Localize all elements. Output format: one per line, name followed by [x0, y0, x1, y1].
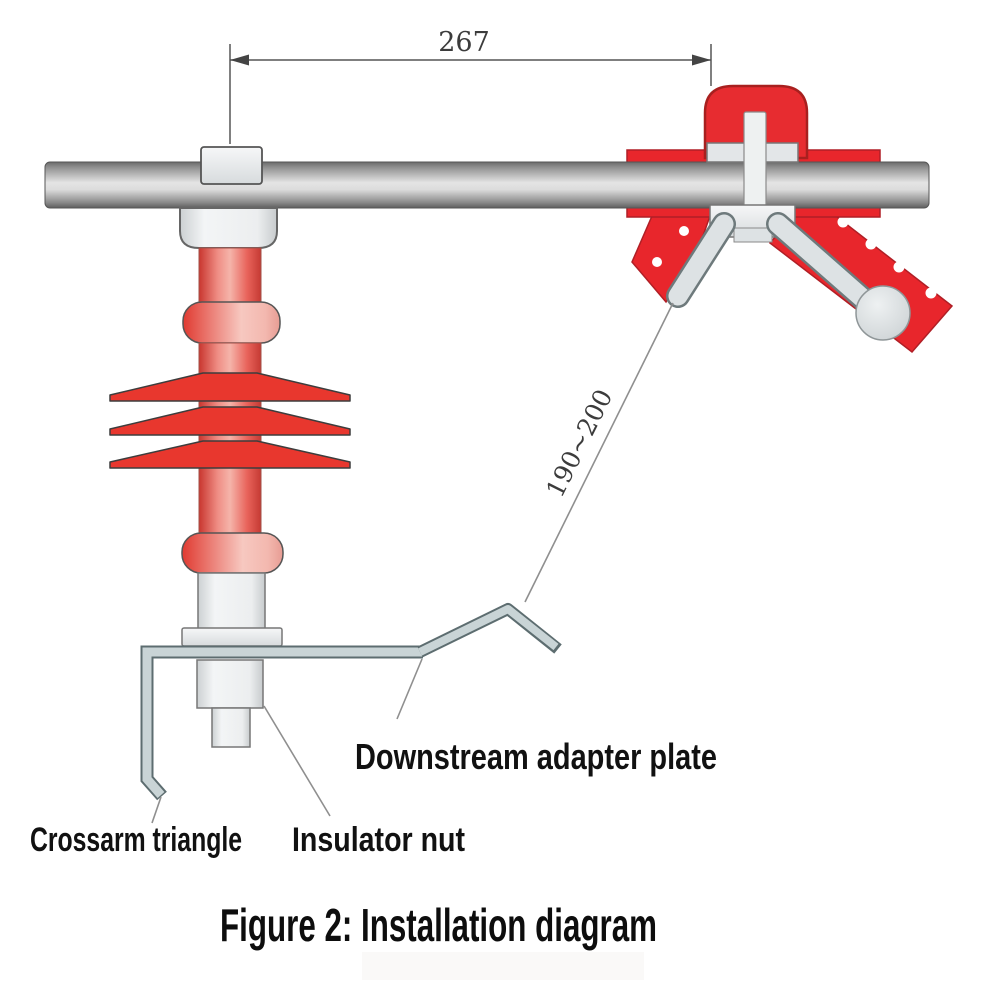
- dimension-267-value: 267: [438, 27, 490, 58]
- insulator-top-cap: [179, 207, 278, 249]
- arrowhead-left-icon: [230, 54, 249, 66]
- insulator-shaft-lower: [198, 342, 262, 536]
- downstream-adapter-plate-part: [417, 603, 562, 658]
- shed-2: [109, 406, 351, 436]
- clamp-arms: [666, 212, 888, 322]
- diagonal-dimension-line: [524, 302, 674, 603]
- left-arm: [668, 214, 734, 306]
- crossarm-pipe: [44, 161, 930, 209]
- insulator-sheds: [109, 372, 351, 469]
- dimension-267: [229, 44, 712, 144]
- downstream-adapter-plate-label: Downstream adapter plate: [355, 736, 717, 777]
- insulator-stud: [211, 707, 251, 748]
- leader-lines: [151, 658, 423, 824]
- top-clamp-block: [200, 146, 263, 185]
- plate-bolt-holes: [652, 216, 937, 299]
- insulator-nut-part: [196, 659, 264, 709]
- insulator-shaft-upper: [198, 247, 262, 305]
- insulator-assembly: [109, 146, 351, 748]
- figure-caption: Figure 2: Installation diagram: [220, 899, 657, 951]
- arm-end-disc: [855, 285, 911, 341]
- crossarm-triangle-bracket: [140, 645, 423, 801]
- crossarm-triangle-label: Crossarm triangle: [30, 821, 242, 859]
- arrowhead-right-icon: [692, 54, 711, 66]
- insulator-nut-label: Insulator nut: [292, 821, 465, 859]
- clamp-collar: [733, 227, 773, 243]
- dimension-190-200-value: 190~200: [540, 385, 618, 502]
- leader-insulator-nut: [263, 705, 331, 817]
- leader-downstream-adapter: [396, 658, 423, 720]
- insulator-base-cylinder: [197, 572, 266, 630]
- shed-1: [109, 372, 351, 402]
- leader-crossarm-triangle: [151, 796, 162, 824]
- faint-background-patch: [362, 952, 644, 980]
- shed-3: [109, 440, 351, 469]
- right-arm: [768, 214, 886, 320]
- pole-clamp-top: [666, 84, 911, 341]
- insulator-torus-lower: [181, 532, 284, 574]
- insulator-flange: [181, 627, 283, 647]
- insulator-torus-upper: [182, 301, 281, 344]
